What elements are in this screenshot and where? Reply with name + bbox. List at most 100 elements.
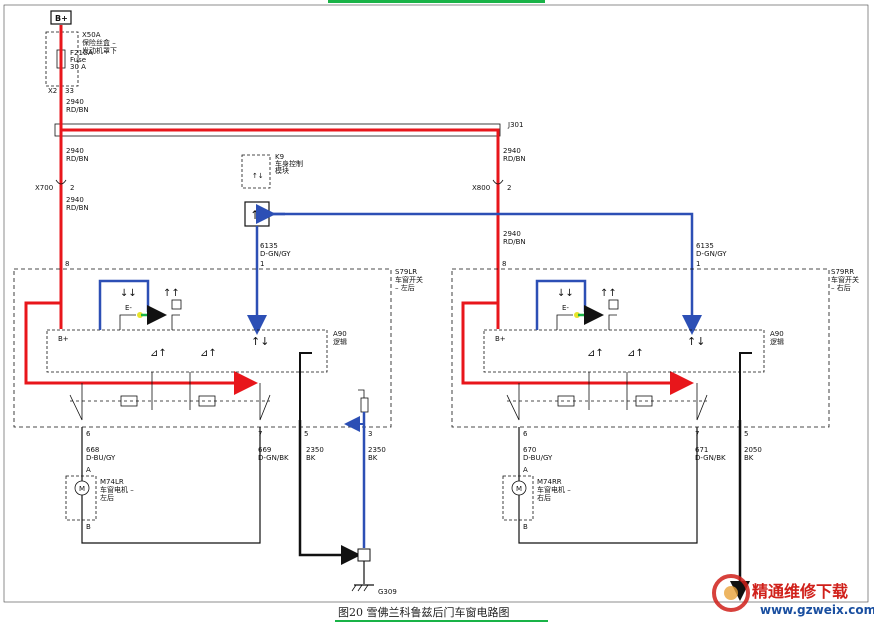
wire-6135-left-color: D-GN/GY [260, 250, 291, 258]
motor-right-symbol: M [516, 485, 522, 493]
switch-left-pin-signal: 1 [260, 260, 264, 268]
ground-link-pin: 3 [368, 430, 372, 438]
wire-2940-a-circuit: 2940 [66, 98, 84, 106]
switch-right-pin-ground: 5 [744, 430, 748, 438]
wire-2350-b-circuit: 2350 [368, 446, 386, 454]
motor-right-line2: 右后 [537, 493, 551, 502]
wire-669-circuit: 669 [258, 446, 271, 454]
switch-left-updown-icon: ↓↓ [120, 288, 137, 299]
bcm-line1: 车身控制 [275, 159, 303, 168]
fuse-word: Fuse [70, 56, 86, 64]
motor-left-pin-a: A [86, 466, 91, 474]
motor-right-outline [502, 475, 534, 521]
ground-splice-block [357, 548, 371, 562]
driver-left-1-icon: ⊿↑ [150, 348, 167, 359]
wire-670-color: D-BU/GY [523, 454, 553, 462]
motor-left-pin-b: B [86, 523, 91, 531]
bcm-outline [241, 154, 271, 189]
ground-wire-left [298, 420, 361, 565]
wire-671-color: D-GN/BK [695, 454, 726, 462]
wire-2940-c-color: RD/BN [66, 204, 89, 212]
connector-x800-id: X800 [472, 184, 490, 192]
motor-left-outline [65, 475, 97, 521]
switch-right-contact-b [608, 314, 617, 330]
wire-2940-d-color: RD/BN [503, 155, 526, 163]
fuse-conn: X2 [48, 87, 57, 95]
switch-right-line2: – 右后 [831, 283, 851, 292]
diagram-caption: 图20 雪佛兰科鲁兹后门车窗电路图 [338, 605, 510, 619]
switch-right-pin-supply: 8 [502, 260, 506, 268]
switch-left-up-icon: ↑↑ [163, 288, 180, 299]
wire-2350-a-color: BK [306, 454, 316, 462]
wire-670-circuit: 670 [523, 446, 536, 454]
motor-right-pin-b: B [523, 523, 528, 531]
connector-x700-symbol [55, 179, 67, 185]
watermark-logo-icon [712, 574, 750, 612]
motor-left-symbol: M [79, 485, 85, 493]
wire-6135-left-circuit: 6135 [260, 242, 278, 250]
power-wire-left [24, 25, 258, 395]
signal-wire-right [271, 212, 702, 335]
switch-left-contact-b [171, 314, 180, 330]
splice-j301-label: J301 [507, 121, 523, 129]
wire-2940-e-color: RD/BN [503, 238, 526, 246]
ground-hatch-1 [351, 584, 357, 592]
relay-right-contact-b [696, 383, 708, 421]
logic-right-bplus: B+ [495, 335, 506, 343]
logic-left-outline [46, 329, 328, 373]
bplus-terminal [50, 10, 72, 25]
motor-right-id: M74RR [537, 478, 562, 486]
connector-x700-id: X700 [35, 184, 53, 192]
switch-right-contact-a [556, 314, 573, 330]
switch-left-blue-loop [98, 279, 150, 330]
wire-6135-right-color: D-GN/GY [696, 250, 727, 258]
ground-g309-label: G309 [378, 588, 397, 596]
switch-right-up-icon: ↑↑ [600, 288, 617, 299]
relay-left-2 [198, 395, 216, 407]
switch-right-outline [451, 268, 830, 428]
switch-right-blue-loop [535, 279, 587, 330]
wire-6135-right-circuit: 6135 [696, 242, 714, 250]
switch-left-pin-ground: 5 [304, 430, 308, 438]
motor-right-icon [511, 480, 527, 496]
switch-right-pin-motor-a: 6 [523, 430, 528, 438]
motor-left-line1: 车窗电机 – [100, 485, 134, 494]
fuse-block-id: X50A [82, 31, 101, 39]
switch-left-yellow-contact [137, 312, 143, 318]
wire-2940-b-color: RD/BN [66, 155, 89, 163]
switch-right-id: S79RR [831, 268, 854, 276]
logic-left-arrows-icon: ↑↓ [251, 335, 269, 348]
wire-669-color: D-GN/BK [258, 454, 289, 462]
connector-x800-pin: 2 [507, 184, 511, 192]
wire-2350-a-circuit: 2350 [306, 446, 324, 454]
wire-2940-d-circuit: 2940 [503, 147, 521, 155]
splice-j301-bar [54, 123, 501, 137]
driver-right-2-icon: ⊿↑ [627, 348, 644, 359]
switch-right-e-icon: E- [562, 304, 569, 312]
switch-left-outline [13, 268, 392, 428]
wire-668-color: D-BU/GY [86, 454, 116, 462]
logic-right-arrows-icon: ↑↓ [687, 335, 705, 348]
switch-left-pin-motor-a: 6 [86, 430, 91, 438]
watermark-text: 精通维修下载 [752, 582, 848, 601]
motor-right-line1: 车窗电机 – [537, 485, 571, 494]
switch-right-ground-wire [739, 352, 752, 420]
bcm-id: K9 [275, 153, 284, 161]
watermark-logo-center [724, 586, 738, 600]
wire-2350-b-color: BK [368, 454, 378, 462]
motor-left-id: M74LR [100, 478, 124, 486]
power-wire-right [61, 128, 694, 395]
wire-2940-a-color: RD/BN [66, 106, 89, 114]
bcm-arrows-icon: ↑↓ [252, 172, 264, 180]
switch-right-line1: 车窗开关 [831, 275, 859, 284]
wire-668-circuit: 668 [86, 446, 99, 454]
relay-right-2 [635, 395, 653, 407]
wire-2050-color: BK [744, 454, 754, 462]
switch-left-line2: – 左后 [395, 283, 415, 292]
connector-x800-symbol [492, 179, 504, 185]
switch-right-pin-signal: 1 [696, 260, 700, 268]
fuse-block-name: 保险丝盒 – [82, 38, 116, 47]
switch-right-updown-icon: ↓↓ [557, 288, 574, 299]
wire-671-circuit: 671 [695, 446, 708, 454]
wire-2940-e-circuit: 2940 [503, 230, 521, 238]
